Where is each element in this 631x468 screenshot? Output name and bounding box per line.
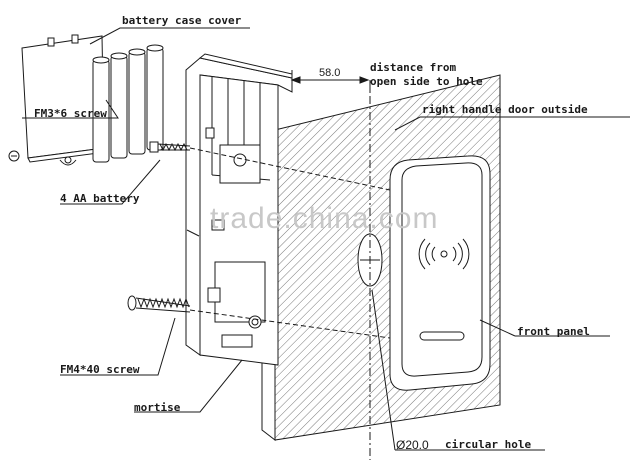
- upper-screw: [149, 141, 191, 153]
- large-screw: [127, 295, 191, 313]
- label-battery: 4 AA battery: [60, 192, 140, 205]
- label-distance-line2: open side to hole: [370, 75, 483, 88]
- label-door: right handle door outside: [422, 103, 588, 116]
- aa-batteries: [92, 44, 164, 163]
- watermark: trade.china.com: [210, 202, 439, 235]
- leader-lines: [22, 27, 630, 451]
- label-distance-line1: distance from: [370, 61, 457, 74]
- label-screw-large: FM4*40 screw: [60, 363, 140, 376]
- circular-hole: [357, 80, 383, 460]
- small-screw: [8, 150, 20, 162]
- label-front-panel: front panel: [517, 325, 590, 338]
- label-battery-case-cover: battery case cover: [122, 14, 242, 27]
- label-hole: circular hole: [445, 438, 532, 451]
- front-panel: [389, 155, 491, 391]
- label-mortise: mortise: [134, 401, 181, 414]
- dimension-distance-value: 58.0: [318, 67, 342, 79]
- dimension-hole-diameter: Ø20.0: [396, 438, 429, 452]
- dimension-distance: [290, 70, 370, 90]
- label-screw-small: FM3*6 screw: [34, 107, 107, 120]
